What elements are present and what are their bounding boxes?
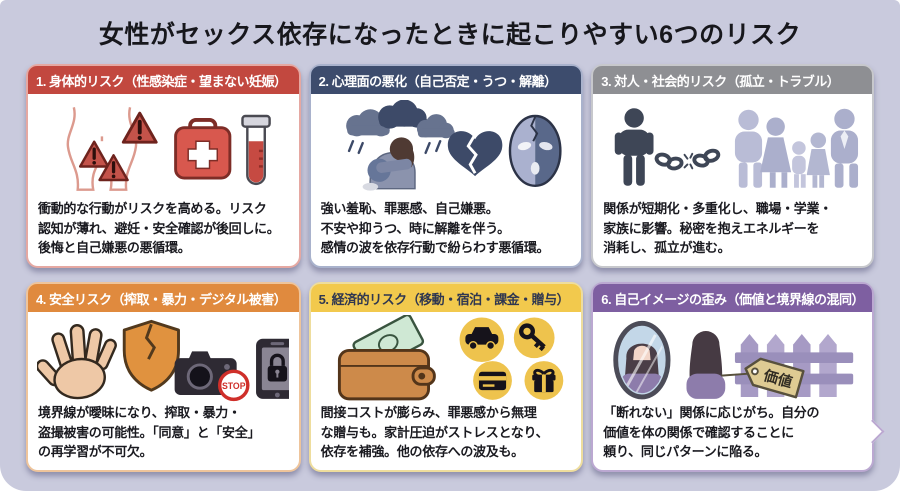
card-illustration xyxy=(311,312,582,403)
card-financial-risk: 5. 経済的リスク（移動・宿泊・課金・贈与） xyxy=(308,282,584,472)
card-self-image-risk: 6. 自己イメージの歪み（価値と境界線の混同） xyxy=(591,282,885,472)
broken-heart-icon xyxy=(447,131,503,177)
card-header: 3. 対人・社会的リスク（孤立・トラブル） xyxy=(593,66,872,94)
card-header: 4. 安全リスク（搾取・暴力・デジタル被害） xyxy=(28,284,299,312)
cards-grid: 1. 身体的リスク（性感染症・望まない妊娠） xyxy=(26,64,885,472)
card-header: 5. 経済的リスク（移動・宿泊・課金・贈与） xyxy=(310,284,582,312)
card-header: 2. 心理面の悪化（自己否定・うつ・解離） xyxy=(310,66,582,94)
card-body-text: 強い羞恥、罪悪感、自己嫌悪。 不安や抑うつ、時に解離を伴う。 感情の波を依存行動… xyxy=(320,201,550,255)
card-illustration: 価値 xyxy=(593,312,872,403)
page-title: 女性がセックス依存になったときに起こりやすい6つのリスク xyxy=(98,21,802,49)
card-illustration xyxy=(311,94,582,199)
broken-chain-icon xyxy=(654,148,720,171)
self-image-illustration: 価値 xyxy=(612,320,853,400)
wallet-money-icon xyxy=(337,315,436,401)
cracked-mask-icon xyxy=(508,114,562,188)
isolated-person-icon xyxy=(614,108,654,186)
warning-triangle-icon xyxy=(79,140,110,168)
card-header: 6. 自己イメージの歪み（価値と境界線の混同） xyxy=(593,284,872,312)
warning-triangle-icon xyxy=(122,111,158,144)
camera-stop-icon: STOP xyxy=(174,351,250,402)
rain-clouds-icon xyxy=(346,100,455,155)
card-safety-risk: 4. 安全リスク（搾取・暴力・デジタル被害） xyxy=(26,282,301,472)
card-illustration xyxy=(28,94,299,199)
price-tag-icon: 価値 xyxy=(720,357,805,399)
card-psychological-risk: 2. 心理面の悪化（自己否定・うつ・解離） xyxy=(308,64,584,268)
card-body-text: 関係が短期化・多重化し、職場・学業・ 家族に影響。秘密を抱えエネルギーを 消耗し… xyxy=(603,201,832,255)
card-physical-risk: 1. 身体的リスク（性感染症・望まない妊娠） xyxy=(26,64,301,268)
phone-lock-icon xyxy=(256,338,290,399)
mirror-icon xyxy=(612,320,671,400)
card-social-risk: 3. 対人・社会的リスク（孤立・トラブル） xyxy=(591,64,874,268)
depressed-person-icon xyxy=(362,137,416,191)
card-body-text: 間接コストが膨らみ、罪悪感から無理 な贈与も。家計圧迫がストレスとなり、 依存を… xyxy=(320,405,549,459)
key-icon xyxy=(513,317,555,359)
card-body-text: 「断れない」関係に応じがち。自分の 価値を体の関係で確認することに 頼り、同じパ… xyxy=(603,405,820,459)
psychological-risk-illustration xyxy=(346,100,562,191)
hand-icon xyxy=(37,324,118,400)
woman-back-icon xyxy=(686,331,725,399)
social-risk-illustration xyxy=(614,108,858,188)
financial-risk-illustration xyxy=(337,315,564,401)
card-body-text: 衝動的な行動がリスクを高める。リスク 認知が薄れ、避妊・安全確認が後回しに。 後… xyxy=(38,201,280,255)
car-icon xyxy=(459,317,505,363)
cracked-shield-icon xyxy=(123,319,181,392)
stop-badge-label: STOP xyxy=(222,381,246,391)
first-aid-kit-icon xyxy=(174,118,232,180)
physical-risk-illustration xyxy=(66,107,272,192)
gift-icon xyxy=(524,361,564,400)
warning-triangle-icon xyxy=(98,154,130,182)
card-body-text: 境界線が曖昧になり、搾取・暴力・ 盗撮被害の可能性。「同意」と「安全」 の再学習… xyxy=(38,405,261,459)
card-header: 1. 身体的リスク（性感染症・望まない妊娠） xyxy=(28,66,299,94)
credit-card-icon xyxy=(473,361,512,400)
card-illustration: STOP xyxy=(28,312,299,403)
card-illustration xyxy=(593,94,872,199)
test-tube-icon xyxy=(241,114,272,186)
people-group-icon xyxy=(734,108,858,188)
safety-risk-illustration: STOP xyxy=(37,319,290,402)
